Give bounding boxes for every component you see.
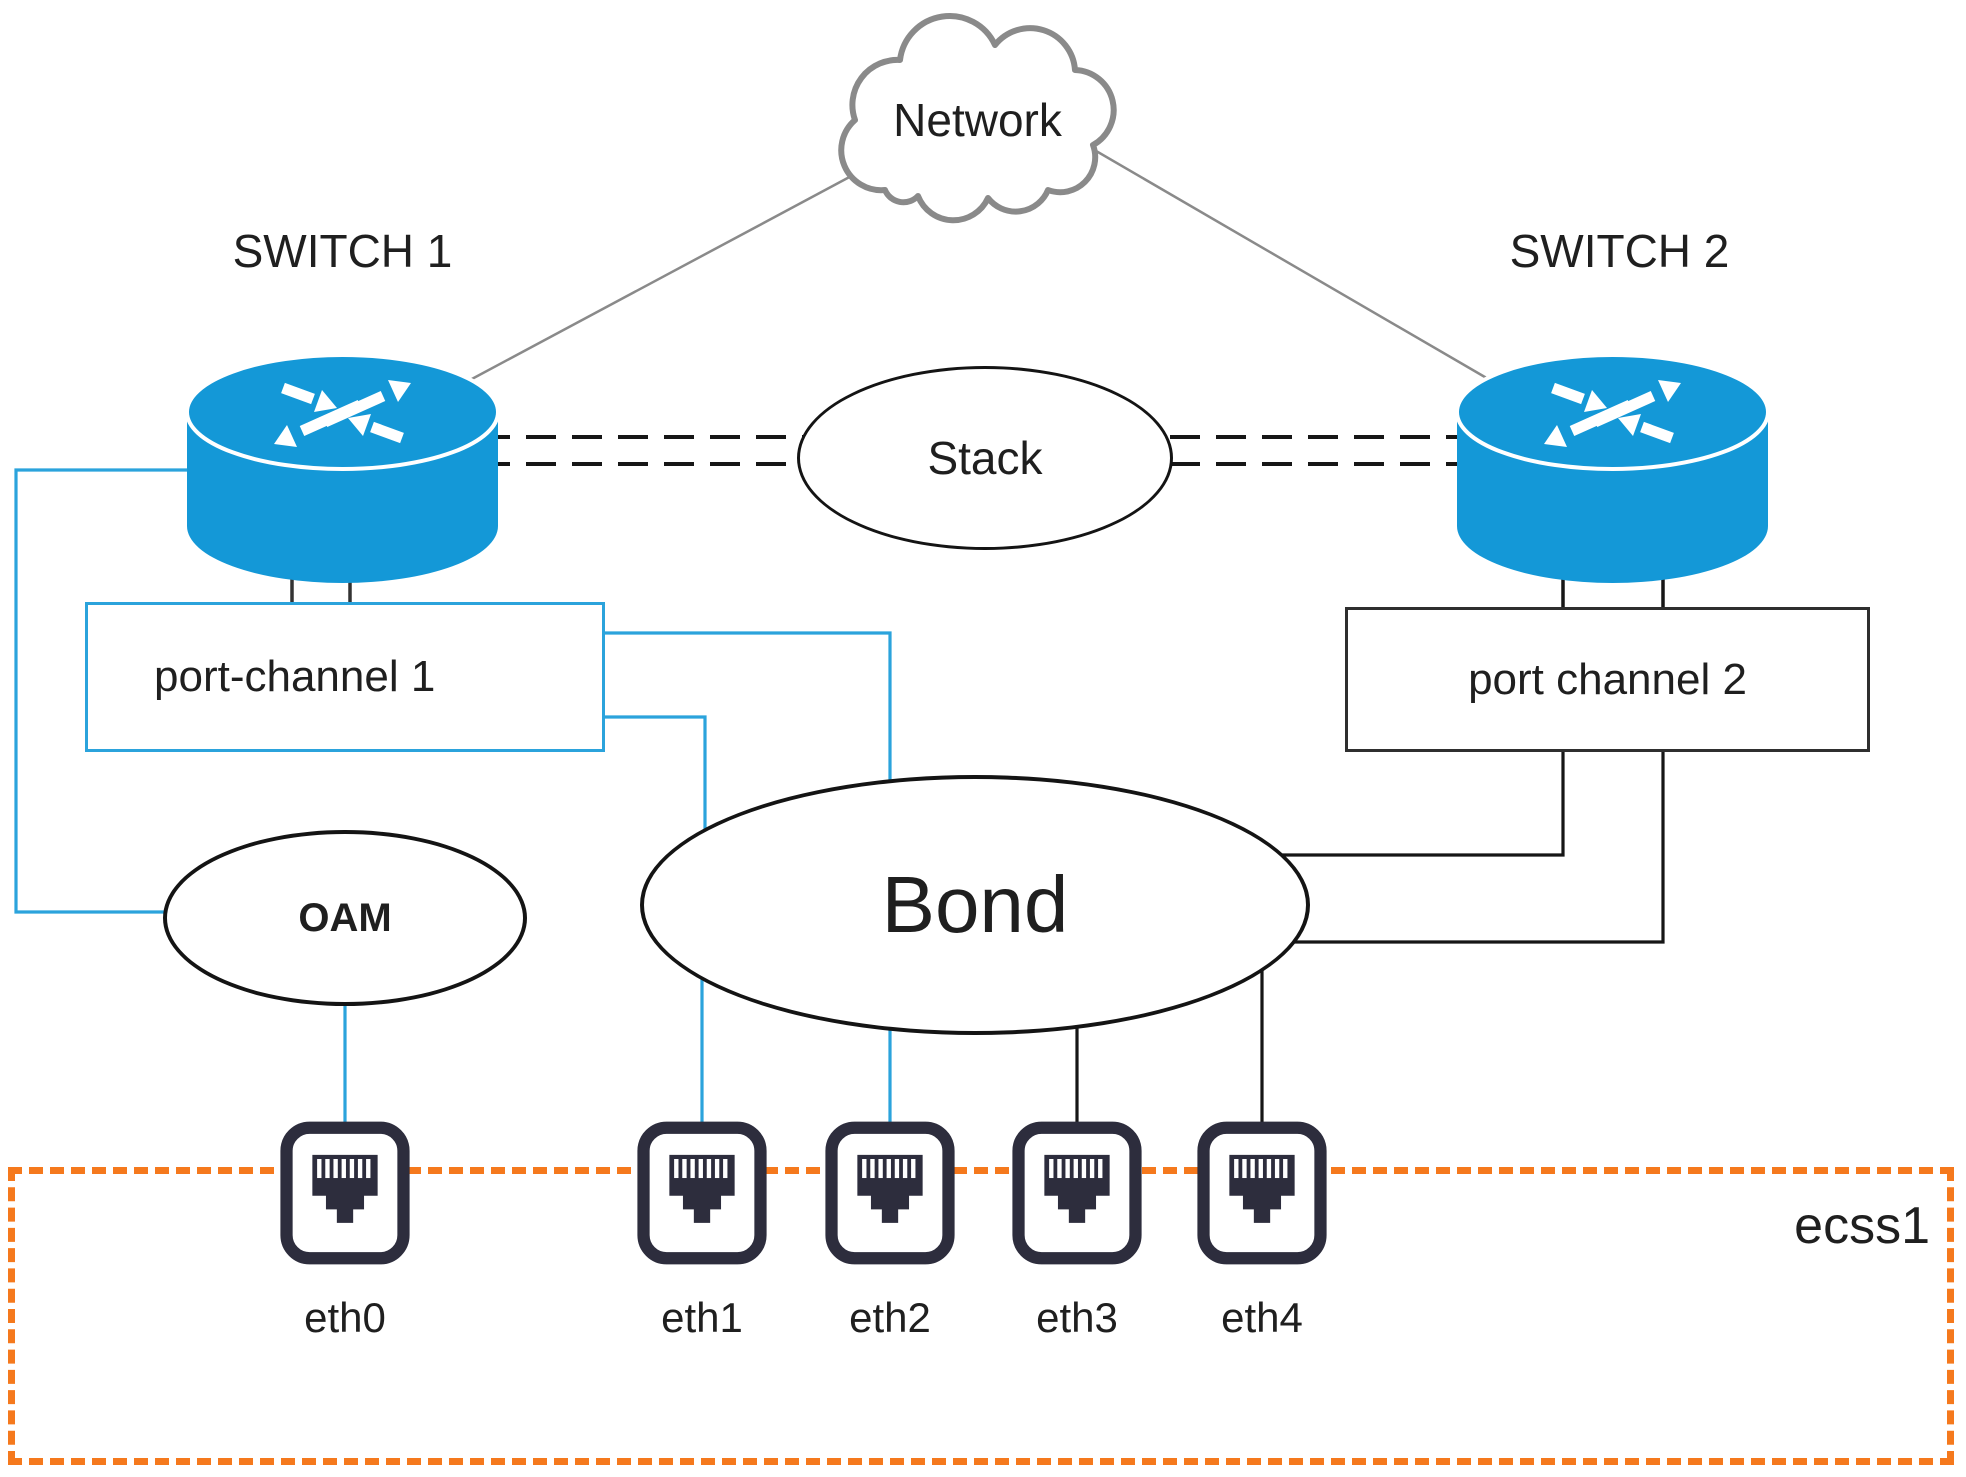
switch1-label: SWITCH 1 xyxy=(232,225,453,277)
bond-label: Bond xyxy=(881,860,1069,949)
switch1-icon xyxy=(185,350,500,585)
blue-links xyxy=(14,468,892,1132)
cloud-uplink-lines xyxy=(469,128,1491,382)
eth1-port: eth1 xyxy=(634,1118,770,1342)
rj45-icon xyxy=(634,1118,770,1268)
oam-node: OAM xyxy=(163,830,527,1006)
eth2-port: eth2 xyxy=(822,1118,958,1342)
port-channel-2-node: port channel 2 xyxy=(1345,607,1870,752)
port-channel-1-label: port-channel 1 xyxy=(154,652,436,701)
eth-port-label: eth0 xyxy=(304,1294,386,1341)
port-channel-1-node: port-channel 1 xyxy=(85,602,605,752)
network-label: Network xyxy=(893,94,1062,146)
stack-link-lines xyxy=(480,435,1470,466)
stack-label: Stack xyxy=(927,432,1043,484)
eth-port-label: eth4 xyxy=(1221,1294,1303,1341)
eth4-port: eth4 xyxy=(1194,1118,1330,1342)
rj45-icon xyxy=(822,1118,958,1268)
black-links xyxy=(1075,745,1665,1132)
rj45-icon xyxy=(277,1118,413,1268)
ecss1-boundary-box xyxy=(8,1167,1954,1465)
stack-node: Stack xyxy=(797,366,1173,550)
switch2-label: SWITCH 2 xyxy=(1509,225,1730,277)
eth-port-label: eth3 xyxy=(1036,1294,1118,1341)
bond-node: Bond xyxy=(640,775,1310,1035)
switch2-icon xyxy=(1455,350,1770,585)
port-channel-2-label: port channel 2 xyxy=(1468,654,1747,704)
ecss1-label: ecss1 xyxy=(1794,1197,1930,1255)
eth-port-label: eth1 xyxy=(661,1294,743,1341)
oam-label: OAM xyxy=(298,895,392,940)
eth0-port: eth0 xyxy=(277,1118,413,1342)
rj45-icon xyxy=(1194,1118,1330,1268)
eth-port-label: eth2 xyxy=(849,1294,931,1341)
eth3-port: eth3 xyxy=(1009,1118,1145,1342)
rj45-icon xyxy=(1009,1118,1145,1268)
network-cloud-icon xyxy=(838,13,1117,224)
